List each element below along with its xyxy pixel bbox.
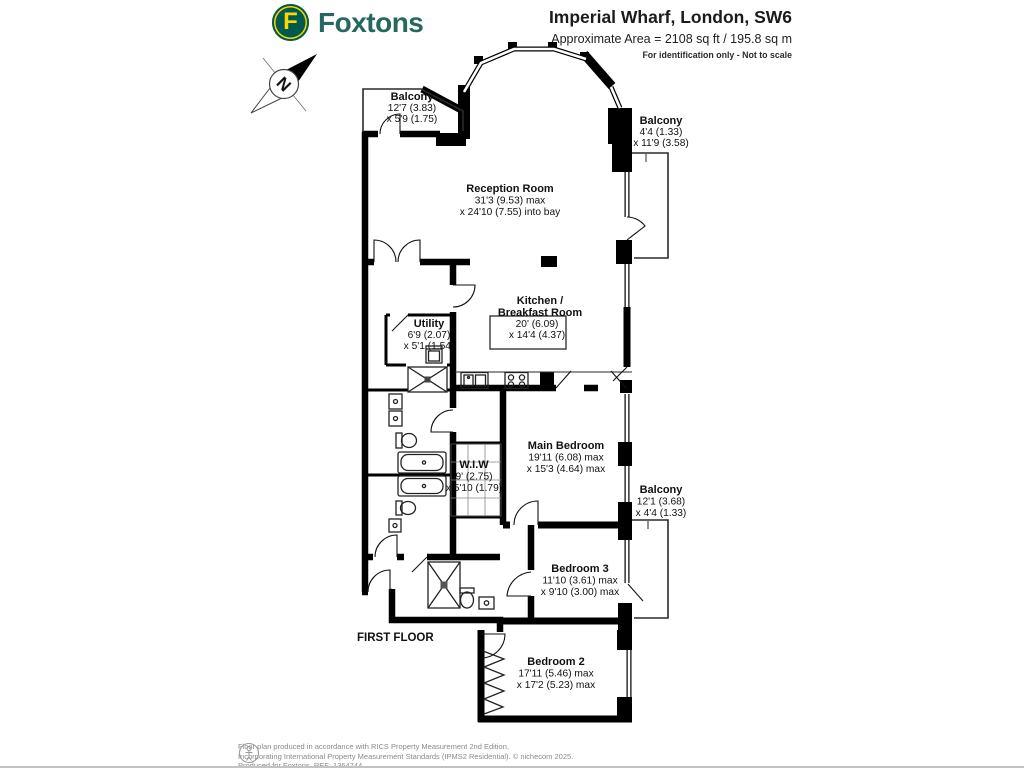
foxtons-wordmark: Foxtons	[318, 6, 424, 38]
svg-text:17'11 (5.46) max: 17'11 (5.46) max	[518, 669, 593, 680]
svg-text:Balcony: Balcony	[640, 115, 684, 127]
svg-text:x 11'9 (3.58): x 11'9 (3.58)	[633, 138, 689, 149]
svg-text:31'3 (9.53) max: 31'3 (9.53) max	[475, 196, 545, 207]
walls-thick	[361, 51, 632, 723]
room-label-main-bedroom: Main Bedroom 19'11 (6.08) max x 15'3 (4.…	[527, 440, 605, 475]
bathtub-icon	[397, 451, 447, 474]
svg-text:20' (6.09): 20' (6.09)	[516, 319, 559, 330]
toilet-icon	[459, 587, 475, 609]
toilet-icon	[395, 432, 418, 449]
room-label-balcony-top-left: Balcony 12'7 (3.83) x 5'9 (1.75)	[387, 91, 438, 125]
balcony-top-right-outline	[632, 152, 669, 259]
approximate-area: Approximate Area = 2108 sq ft / 195.8 sq…	[551, 32, 792, 46]
basin-icon	[478, 596, 495, 610]
balcony-top-left-outline	[362, 88, 464, 132]
header-titles: Imperial Wharf, London, SW6 Approximate …	[549, 7, 792, 60]
footer-line1: Floor plan produced in accordance with R…	[238, 742, 509, 751]
shower-icon	[427, 561, 461, 609]
room-label-balcony-mid-right: Balcony 12'1 (3.68) x 4'4 (1.33)	[636, 484, 687, 519]
svg-text:12'7 (3.83): 12'7 (3.83)	[388, 103, 436, 114]
svg-text:19'11 (6.08) max: 19'11 (6.08) max	[528, 453, 603, 464]
kitchen-island	[489, 315, 567, 350]
svg-text:x 5'10 (1.79): x 5'10 (1.79)	[446, 483, 502, 494]
svg-text:x 17'2 (5.23) max: x 17'2 (5.23) max	[517, 680, 595, 691]
svg-text:x 14'4 (4.37): x 14'4 (4.37)	[509, 330, 565, 341]
person-surveyor-icon	[238, 742, 260, 764]
svg-text:W.I.W: W.I.W	[459, 459, 489, 471]
svg-text:11'10 (3.61) max: 11'10 (3.61) max	[542, 576, 617, 587]
room-label-bedroom3: Bedroom 3 11'10 (3.61) max x 9'10 (3.00)…	[541, 563, 619, 598]
bathtub-icon	[397, 475, 447, 497]
svg-text:Kitchen /: Kitchen /	[517, 295, 563, 307]
room-label-utility: Utility 6'9 (2.07) x 5'1 (1.54)	[404, 318, 455, 352]
room-label-balcony-top-right: Balcony 4'4 (1.33) x 11'9 (3.58)	[633, 115, 689, 149]
foxtons-logo-letter: F	[283, 7, 298, 35]
room-label-reception: Reception Room 31'3 (9.53) max x 24'10 (…	[460, 183, 561, 218]
room-label-bedroom2: Bedroom 2 17'11 (5.46) max x 17'2 (5.23)…	[517, 656, 595, 691]
svg-text:4'4 (1.33): 4'4 (1.33)	[640, 127, 683, 138]
basin-icon	[388, 518, 402, 533]
svg-text:x 4'4 (1.33): x 4'4 (1.33)	[636, 508, 687, 519]
svg-text:9' (2.75): 9' (2.75)	[455, 472, 492, 483]
room-labels: Balcony 12'7 (3.83) x 5'9 (1.75) Balcony…	[357, 91, 689, 691]
washer-icon	[425, 345, 443, 364]
svg-text:Utility: Utility	[414, 318, 445, 330]
floor-label: FIRST FLOOR	[357, 632, 434, 644]
svg-text:x 9'10 (3.00) max: x 9'10 (3.00) max	[541, 587, 619, 598]
hob-icon	[504, 371, 529, 390]
wardrobe-grid	[450, 443, 502, 517]
room-label-kitchen: Kitchen / Breakfast Room 20' (6.09) x 14…	[498, 295, 583, 341]
svg-text:Balcony: Balcony	[391, 91, 435, 103]
svg-text:Main Bedroom: Main Bedroom	[528, 440, 605, 452]
fixtures	[388, 345, 529, 715]
windows-core	[462, 47, 631, 697]
svg-text:Balcony: Balcony	[640, 484, 684, 496]
svg-text:Breakfast Room: Breakfast Room	[498, 307, 583, 319]
toilet-icon	[395, 500, 417, 516]
svg-text:x 15'3 (4.64) max: x 15'3 (4.64) max	[527, 464, 605, 475]
page-title: Imperial Wharf, London, SW6	[548, 7, 792, 27]
svg-text:6'9 (2.07): 6'9 (2.07)	[408, 330, 451, 341]
bottom-border	[0, 766, 1024, 768]
walls-medium	[362, 313, 500, 519]
svg-text:Bedroom 3: Bedroom 3	[551, 563, 608, 575]
svg-text:x 24'10 (7.55) into bay: x 24'10 (7.55) into bay	[460, 207, 561, 218]
basin-icon	[388, 393, 403, 410]
room-label-wiw: W.I.W 9' (2.75) x 5'10 (1.79)	[446, 459, 502, 494]
svg-text:12'1 (3.68): 12'1 (3.68)	[637, 497, 685, 508]
footer-text: Floor plan produced in accordance with R…	[238, 740, 573, 768]
svg-text:x 5'1 (1.54): x 5'1 (1.54)	[404, 341, 455, 352]
foxtons-logo-icon: F	[272, 4, 309, 41]
foxtons-logo: F Foxtons	[272, 4, 424, 41]
crossed-box-icon	[407, 366, 448, 393]
doors	[367, 113, 646, 659]
footer: Floor plan produced in accordance with R…	[238, 740, 573, 768]
footer-line3: Produced for Foxtons. REF: 1364744	[238, 761, 363, 768]
compass-rose-icon: N	[250, 54, 317, 114]
svg-text:Reception Room: Reception Room	[466, 183, 554, 195]
footer-line2: Incorporating International Property Mea…	[238, 751, 574, 761]
balcony-mid-right-outline	[632, 519, 669, 619]
identification-note: For identification only - Not to scale	[642, 50, 792, 60]
sink-unit-icon	[460, 371, 489, 390]
wardrobe-zigzag	[482, 650, 506, 715]
svg-text:Bedroom 2: Bedroom 2	[527, 656, 584, 668]
svg-text:x 5'9 (1.75): x 5'9 (1.75)	[387, 114, 438, 125]
basin-icon	[388, 410, 403, 427]
